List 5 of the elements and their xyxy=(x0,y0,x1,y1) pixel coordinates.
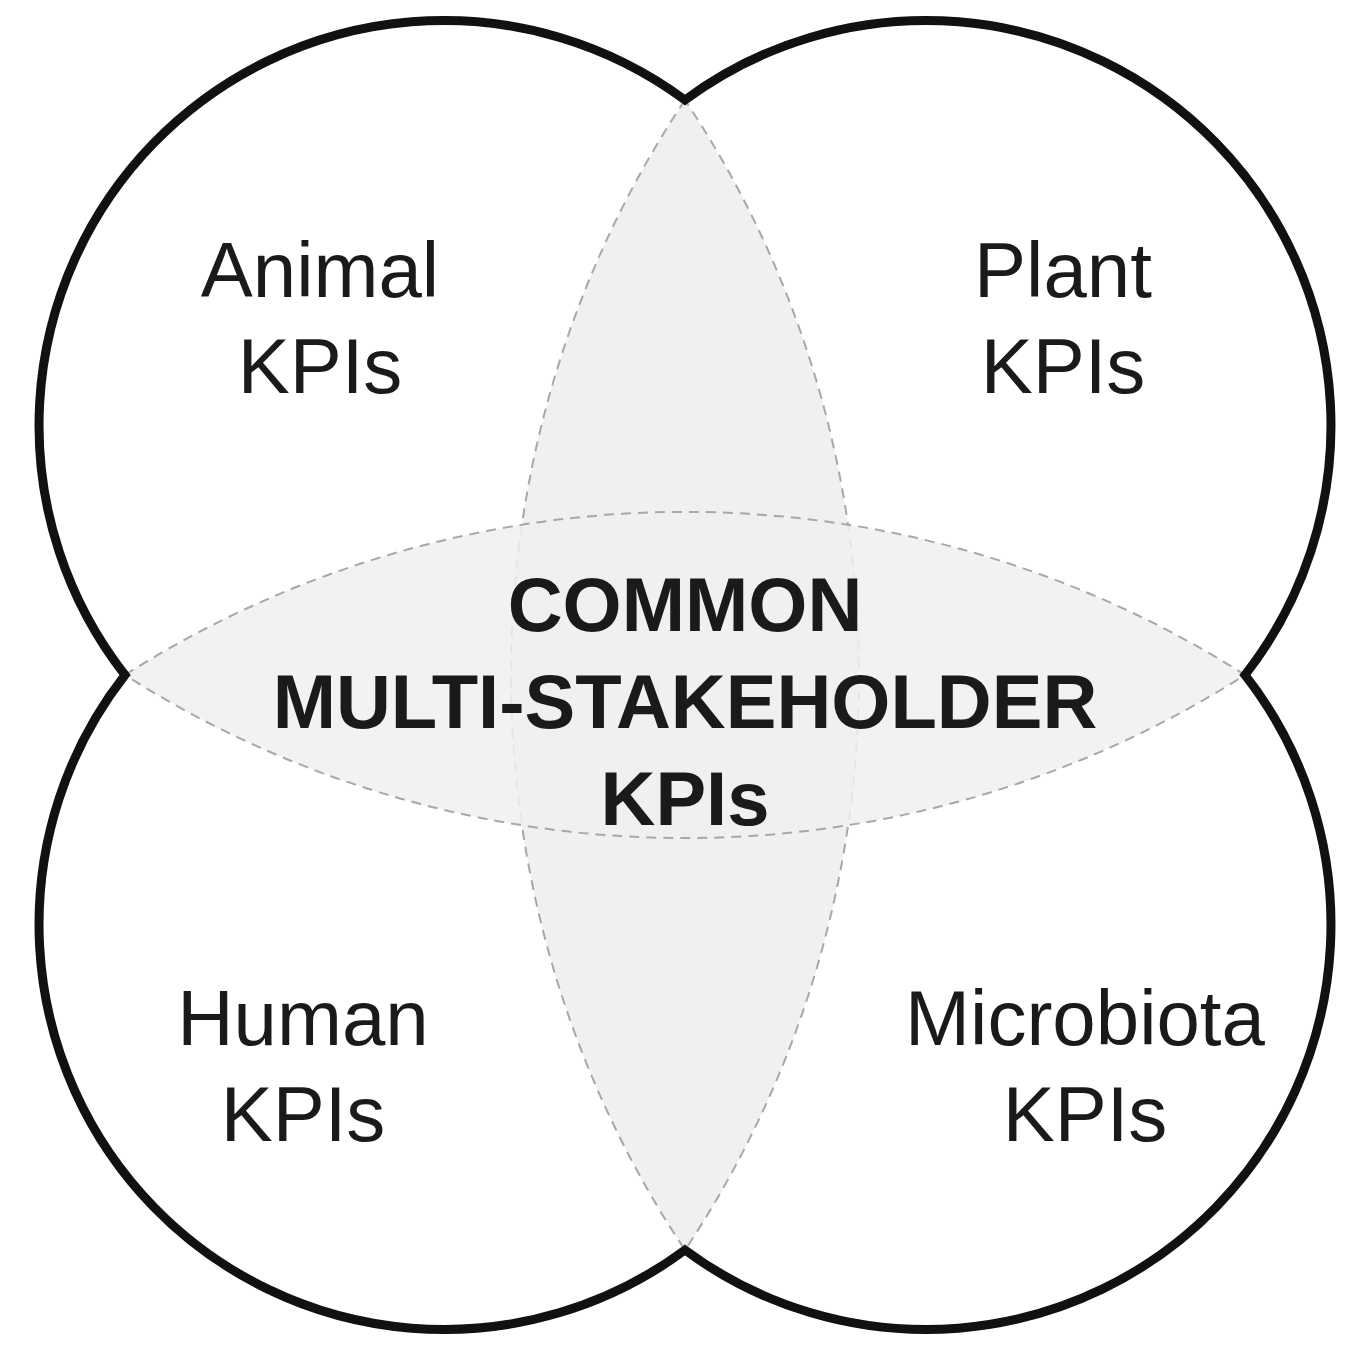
set-label: Plant KPIs xyxy=(974,225,1152,412)
overlap-label: COMMON MULTI-STAKEHOLDER KPIs xyxy=(272,561,1098,843)
set-label: Microbiota KPIs xyxy=(905,973,1265,1160)
set-label: Animal KPIs xyxy=(200,225,440,412)
set-label: Human KPIs xyxy=(177,973,429,1160)
